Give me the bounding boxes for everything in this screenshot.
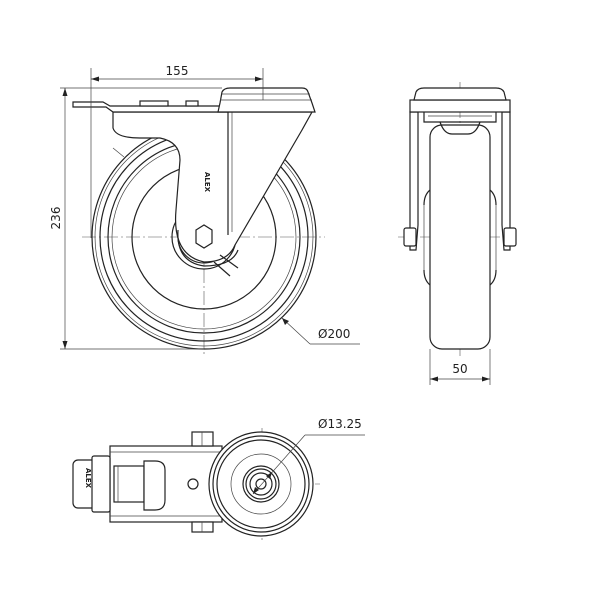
- plate-bolt: [185, 100, 199, 107]
- pedal-logo: ALEX: [84, 468, 92, 489]
- side-view: ALEX: [72, 87, 325, 356]
- front-wheel: [429, 124, 491, 350]
- dimension-236: 236: [49, 87, 222, 350]
- bottom-bolt: [191, 521, 214, 533]
- dimension-13-25-label: Ø13.25: [318, 417, 362, 431]
- top-wheel: [208, 431, 314, 537]
- axle-nut: [195, 224, 213, 249]
- side-fork: [112, 111, 314, 263]
- dimension-diameter-13-25: Ø13.25: [252, 417, 365, 495]
- fork-logo: ALEX: [203, 172, 211, 193]
- plate-bolt: [139, 100, 169, 107]
- dimension-50: 50: [429, 349, 491, 385]
- dimension-236-label: 236: [49, 207, 63, 230]
- top-view: ALEX: [72, 428, 320, 540]
- front-swivel-cap: [413, 87, 507, 101]
- swivel-hole: [187, 478, 199, 490]
- dimension-155: 155: [90, 64, 264, 238]
- dimension-50-label: 50: [452, 362, 467, 376]
- front-view: [398, 82, 517, 356]
- front-top-plate: [409, 99, 511, 113]
- axle-nut-left: [403, 227, 417, 247]
- tread-leader: [112, 147, 125, 158]
- dimension-155-label: 155: [166, 64, 189, 78]
- dimension-200-label: Ø200: [318, 327, 350, 341]
- axle-nut-right: [503, 227, 517, 247]
- dimension-diameter-200: Ø200: [281, 317, 360, 345]
- top-bolt: [191, 431, 214, 447]
